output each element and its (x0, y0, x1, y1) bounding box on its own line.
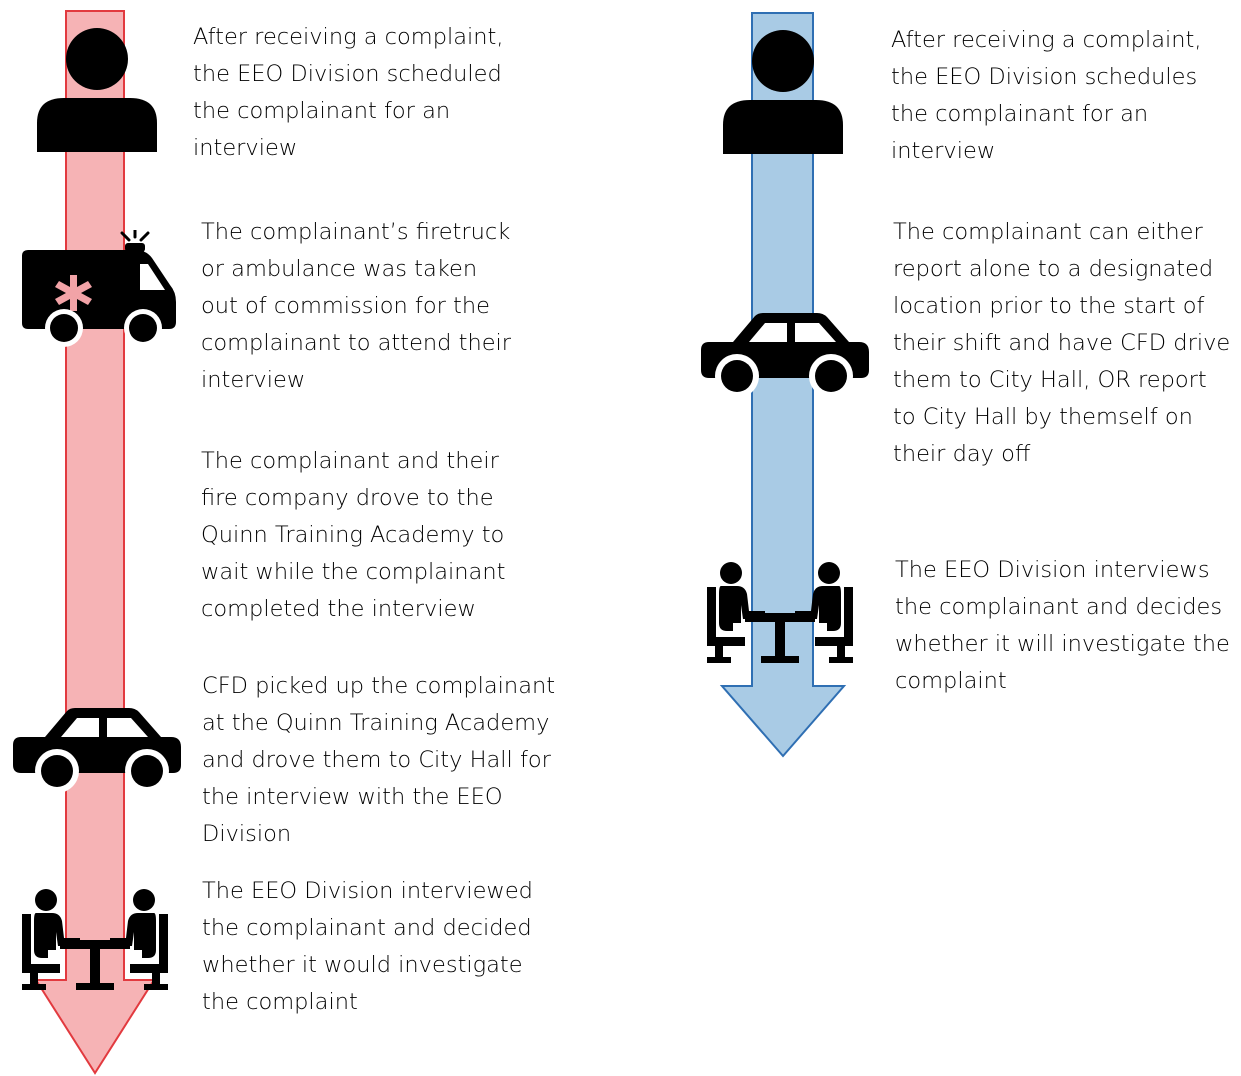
meeting-icon (22, 889, 168, 990)
left-step-1-text: After receiving a complaint, the EEO Div… (193, 24, 504, 161)
right-step-1-text: After receiving a complaint, the EEO Div… (891, 27, 1202, 164)
left-flow-arrow (34, 10, 156, 1075)
right-step-2-text: The complainant can either report alone … (893, 219, 1231, 467)
car-icon (701, 313, 869, 398)
person-icon (37, 28, 157, 152)
left-step-3-text: The complainant and their fire company d… (201, 448, 506, 622)
person-icon (723, 30, 843, 154)
left-step-5-text: The EEO Division interviewed the complai… (202, 878, 533, 1015)
car-icon (13, 708, 181, 793)
right-step-3-text: The EEO Division interviews the complain… (895, 557, 1230, 694)
left-step-4-text: CFD picked up the complainant at the Qui… (202, 673, 556, 847)
left-step-2-text: The complainant’s firetruck or ambulance… (201, 219, 512, 393)
meeting-icon (707, 562, 853, 663)
ambulance-icon (22, 230, 176, 347)
